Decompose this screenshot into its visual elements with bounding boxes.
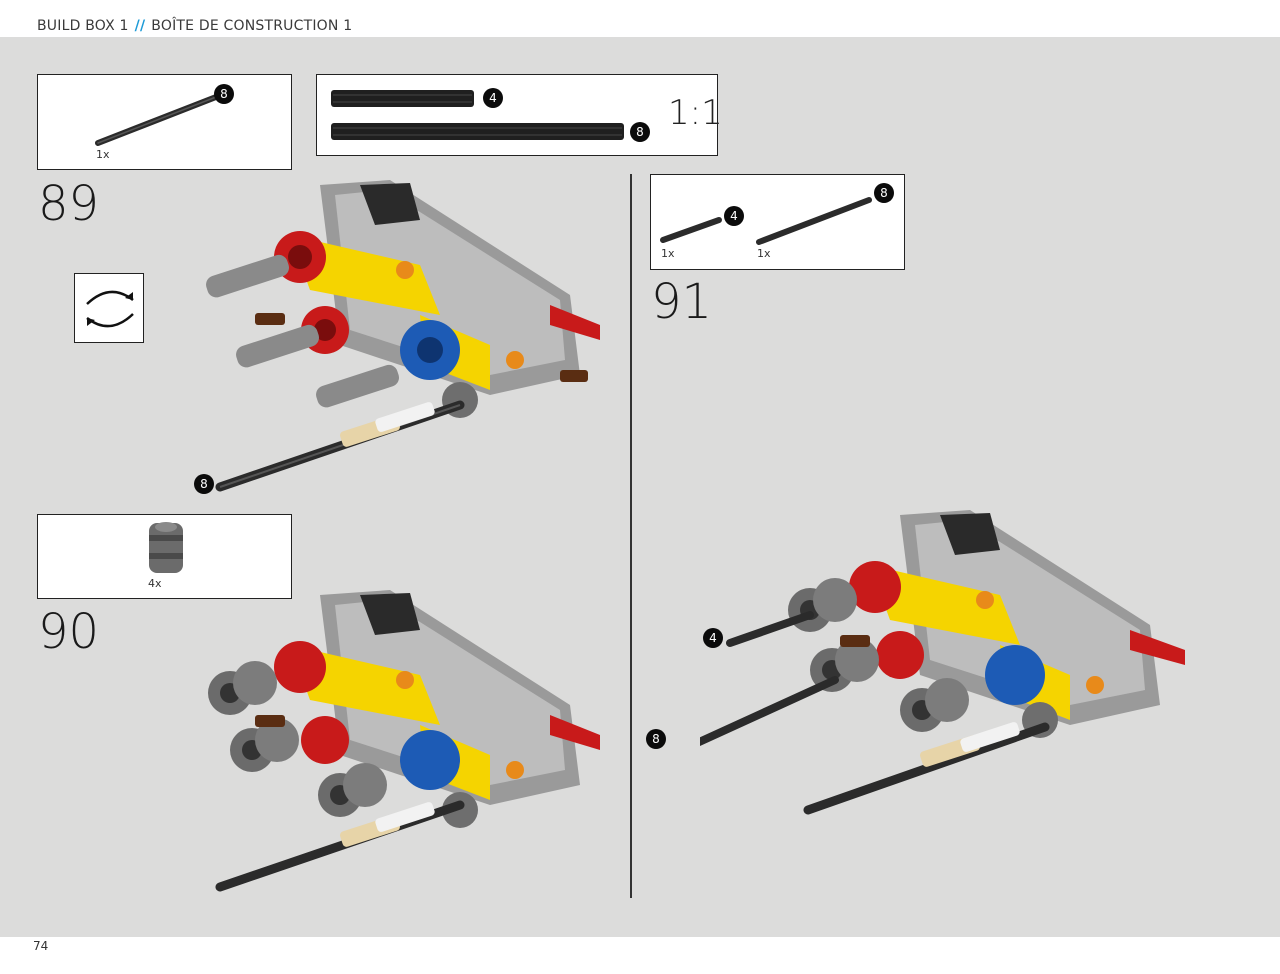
step-91-model-illustration (700, 510, 1185, 815)
step-divider (630, 174, 632, 898)
rotate-model-callout (74, 273, 144, 343)
step-89-callout-badge: 8 (194, 474, 214, 494)
length-badge: 8 (214, 84, 234, 104)
axle-reference-icon (331, 90, 624, 140)
step-89-parts-callout: 8 1x (37, 74, 292, 170)
part-quantity: 4x (148, 577, 162, 590)
length-badge-4: 4 (724, 206, 744, 226)
scale-reference-callout: 4 8 1:1 (316, 74, 723, 156)
part-quantity: 1x (96, 148, 110, 161)
header-title: BUILD BOX 1 // BOÎTE DE CONSTRUCTION 1 (37, 18, 352, 34)
step-90-model-illustration (208, 590, 600, 892)
bushing-icon (149, 522, 183, 573)
axle-8-icon (95, 94, 219, 146)
header-separator: // (134, 18, 146, 34)
step-91-parts-callout: 4 8 1x 1x (650, 174, 905, 270)
step-91-callout-badge-8: 8 (646, 729, 666, 749)
length-badge-8: 8 (630, 122, 650, 142)
step-number-89: 89 (38, 176, 100, 232)
part-quantity-8: 1x (757, 247, 771, 260)
page-number: 74 (33, 939, 49, 953)
length-badge-4: 4 (483, 88, 503, 108)
page-header: BUILD BOX 1 // BOÎTE DE CONSTRUCTION 1 (0, 0, 1280, 37)
step-90-parts-callout: 4x (37, 514, 292, 599)
step-91-callout-badge-4: 4 (703, 628, 723, 648)
part-quantity-4: 1x (661, 247, 675, 260)
step-number-91: 91 (651, 274, 713, 330)
rotate-model-icon (86, 290, 134, 328)
header-title-en: BUILD BOX 1 (37, 18, 129, 34)
axles-4-8-icon (660, 197, 872, 245)
step-number-90: 90 (38, 604, 100, 660)
step-89-model-illustration (206, 180, 600, 492)
page-footer (0, 937, 1280, 974)
header-title-fr: BOÎTE DE CONSTRUCTION 1 (151, 18, 353, 34)
length-badge-8: 8 (874, 183, 894, 203)
scale-label: 1:1 (668, 93, 723, 133)
